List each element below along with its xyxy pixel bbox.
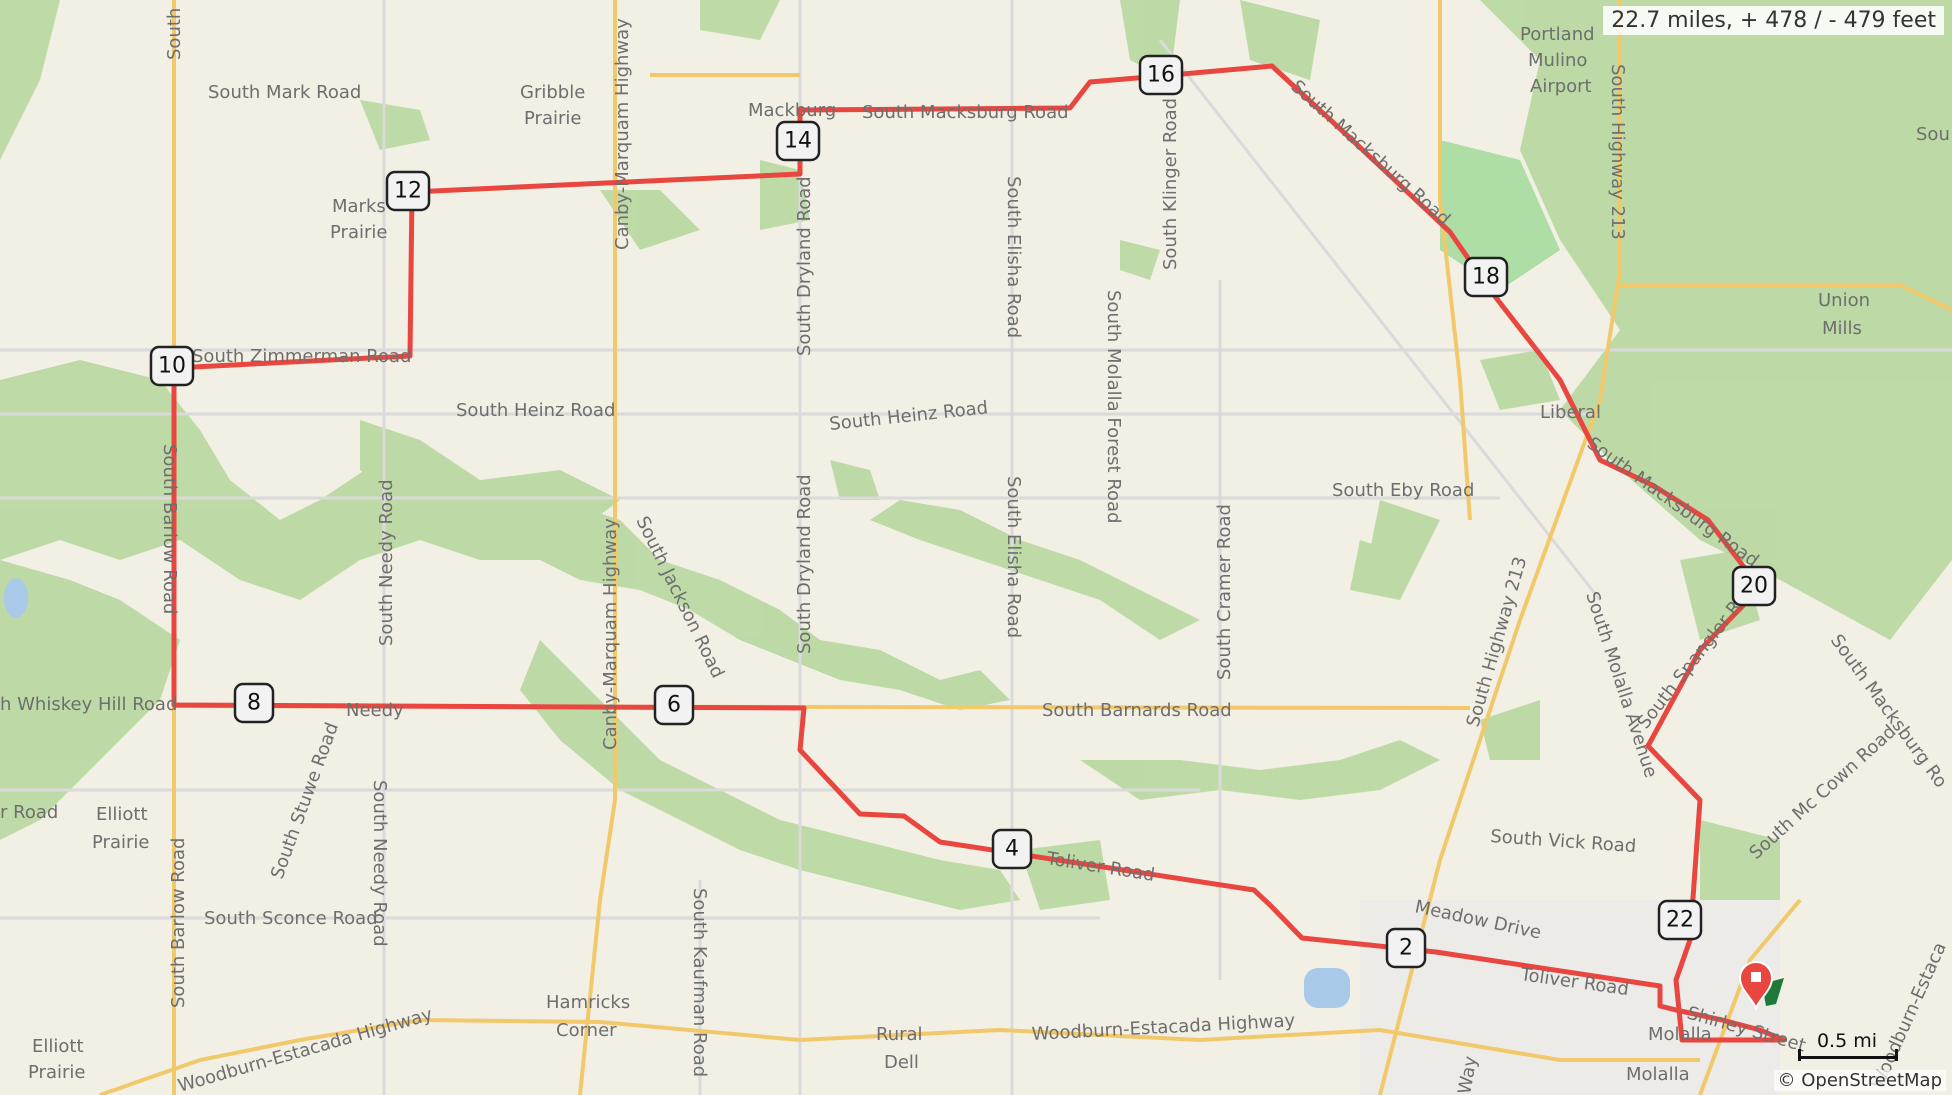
label-needy-rd-2: South Needy Road (369, 780, 390, 947)
label-barlow-2: South Barlow Road (168, 838, 189, 1008)
label-molalla-forest: South Molalla Forest Road (1103, 290, 1124, 524)
label-sconce: South Sconce Road (204, 908, 378, 929)
label-elliott-1: Elliott (96, 804, 148, 825)
mile-marker-16-label: 16 (1147, 63, 1175, 88)
mile-marker-20-label: 20 (1740, 574, 1768, 599)
mile-marker-14-label: 14 (784, 129, 812, 154)
label-sth-macksburg: South Macksburg Road (862, 102, 1069, 123)
mile-marker-10[interactable]: 10 (149, 345, 195, 387)
label-liberal: Liberal (1540, 402, 1601, 423)
mile-marker-14[interactable]: 14 (775, 120, 821, 162)
label-kaufman: South Kaufman Road (689, 888, 710, 1077)
mile-marker-10-label: 10 (158, 354, 186, 379)
scale-label: 0.5 mi (1816, 1030, 1878, 1052)
label-mark-rd: South Mark Road (208, 82, 361, 103)
label-dell: Dell (884, 1052, 919, 1073)
route-summary: 22.7 miles, + 478 / - 479 feet (1603, 6, 1944, 35)
scale-line (1798, 1049, 1898, 1061)
label-union-mills: Mills (1822, 318, 1862, 339)
label-elisha-1: South Elisha Road (1003, 176, 1024, 338)
label-sou: Sou (1916, 124, 1950, 145)
mile-marker-6-label: 6 (667, 693, 681, 718)
label-south-top: South (164, 8, 185, 60)
water-pond-west (4, 578, 28, 618)
label-hwy213-1: South Highway 213 (1607, 64, 1628, 240)
mile-marker-4-label: 4 (1005, 837, 1019, 862)
label-dryland-1: South Dryland Road (794, 176, 815, 356)
mile-marker-22[interactable]: 22 (1657, 899, 1703, 941)
mile-marker-16[interactable]: 16 (1138, 54, 1184, 96)
label-marks-prairie: Prairie (330, 222, 387, 243)
label-cramer: South Cramer Road (1214, 504, 1235, 680)
mile-marker-4[interactable]: 4 (991, 828, 1033, 870)
label-whiskey: h Whiskey Hill Road (0, 694, 177, 715)
label-molalla-2: Molalla (1648, 1024, 1712, 1045)
label-gribble: Gribble (520, 82, 585, 103)
label-barlow-1: South Barlow Road (159, 444, 180, 614)
label-klinger: South Klinger Road (1160, 98, 1181, 270)
route-line (171, 63, 1787, 1043)
label-heinz-1: South Heinz Road (456, 400, 615, 421)
label-eby: South Eby Road (1332, 480, 1474, 501)
forest-areas (0, 0, 1952, 970)
mile-marker-6[interactable]: 6 (653, 684, 695, 726)
label-marks: Marks (332, 196, 386, 217)
water-pond (1304, 968, 1350, 1008)
label-elliott-prairie-2: Prairie (28, 1062, 85, 1083)
label-elliott-2: Elliott (32, 1036, 84, 1057)
location-pin-icon (1738, 961, 1774, 1011)
mile-marker-22-label: 22 (1666, 908, 1694, 933)
label-r-road: r Road (0, 802, 58, 823)
label-hamricks: Hamricks (546, 992, 630, 1013)
label-elliott-prairie-1: Prairie (92, 832, 149, 853)
mile-marker-8-label: 8 (247, 691, 261, 716)
label-airport: Airport (1530, 76, 1592, 97)
mile-marker-18[interactable]: 18 (1463, 256, 1509, 298)
mile-marker-12[interactable]: 12 (385, 170, 431, 212)
label-barnards: South Barnards Road (1042, 700, 1232, 721)
scale-bar: 0.5 mi (1792, 1030, 1902, 1061)
mile-marker-2-label: 2 (1399, 936, 1413, 961)
label-molalla: Molalla (1626, 1064, 1690, 1085)
label-hamricks-corner: Corner (556, 1020, 617, 1041)
label-needy: Needy (346, 700, 404, 721)
label-canby-1: Canby-Marquam Highway (612, 18, 633, 250)
label-canby-2: Canby-Marquam Highway (600, 518, 621, 750)
label-elisha-2: South Elisha Road (1003, 476, 1024, 638)
label-portland: Portland (1520, 24, 1595, 45)
mile-marker-2[interactable]: 2 (1385, 927, 1427, 969)
mile-marker-18-label: 18 (1472, 265, 1500, 290)
label-gribble-prairie: Prairie (524, 108, 581, 129)
mile-marker-20[interactable]: 20 (1731, 565, 1777, 607)
route-end-pin[interactable] (1738, 961, 1784, 1011)
mile-marker-12-label: 12 (394, 179, 422, 204)
label-needy-rd-1: South Needy Road (376, 479, 397, 646)
mile-marker-8[interactable]: 8 (233, 682, 275, 724)
label-mulino: Mulino (1528, 50, 1587, 71)
label-mackburg: Mackburg (748, 100, 836, 121)
label-union: Union (1818, 290, 1870, 311)
label-zimmerman: South Zimmerman Road (192, 346, 411, 367)
label-rural: Rural (876, 1024, 923, 1045)
label-dryland-2: South Dryland Road (794, 474, 815, 654)
map-attribution[interactable]: © OpenStreetMap (1773, 1070, 1946, 1091)
